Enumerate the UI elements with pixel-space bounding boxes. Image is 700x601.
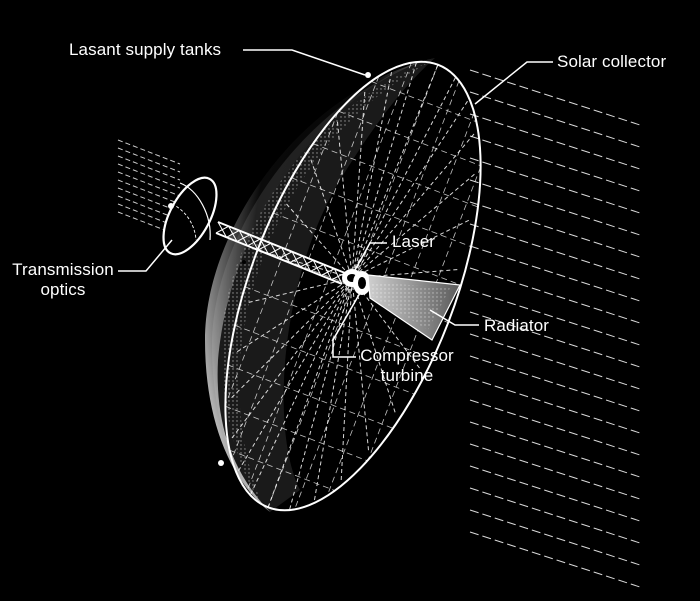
outgoing-laser-beam-rays — [117, 139, 181, 237]
leader-laser — [354, 242, 387, 271]
label-laser: Laser — [392, 232, 436, 251]
dish-mount-dot — [242, 260, 246, 264]
label-transmission-line2: optics — [40, 280, 86, 299]
label-transmission-optics: Transmission optics — [8, 260, 118, 300]
leader-compressor — [332, 292, 361, 358]
label-lasant-supply-tanks: Lasant supply tanks — [69, 40, 222, 59]
label-compressor-line2: turbine — [380, 366, 434, 385]
leader-radiator — [429, 309, 479, 326]
label-solar-collector: Solar collector — [557, 52, 667, 71]
label-radiator: Radiator — [484, 316, 550, 335]
incoming-sunlight-rays — [469, 69, 641, 588]
leader-lasant-tanks — [243, 49, 366, 76]
leader-transmission-optics — [118, 239, 173, 272]
label-transmission-line1: Transmission — [12, 260, 114, 279]
lasant-tank-icon — [218, 460, 224, 466]
support-truss — [215, 221, 346, 285]
focused-light-rays — [231, 62, 475, 510]
leader-lines — [118, 49, 553, 358]
lasant-tank-icon — [365, 72, 371, 78]
transmission-optics-dish — [162, 176, 218, 256]
leader-solar-collector — [474, 61, 553, 105]
label-compressor-turbine: Compressor turbine — [352, 346, 462, 386]
collector-dish-back — [212, 58, 435, 512]
compressor-turbine — [353, 271, 371, 295]
label-compressor-line1: Compressor — [360, 346, 454, 365]
collector-dish-stipple — [221, 62, 430, 505]
